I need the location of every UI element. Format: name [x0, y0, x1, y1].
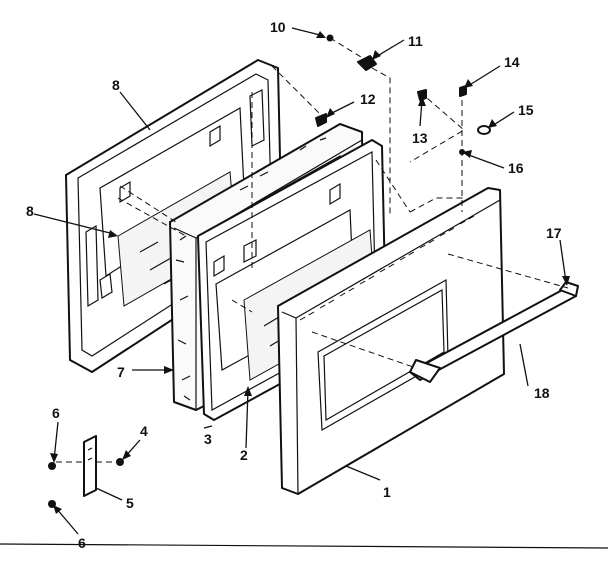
callout-8-side: 8: [26, 203, 34, 219]
callout-1: 1: [383, 484, 391, 500]
hinge-bracket-5: [83, 435, 97, 497]
callout-4: 4: [140, 423, 148, 439]
screw-10: [326, 34, 334, 42]
screw-14: [459, 85, 467, 97]
callout-labels: 10 11 12 13 14 15 16 17 18 1 2 3 7 8 8 4…: [26, 19, 562, 551]
screw-13: [417, 89, 427, 101]
callout-14: 14: [504, 54, 520, 70]
callout-6-bottom: 6: [78, 535, 86, 551]
callout-16: 16: [508, 160, 524, 176]
callout-7: 7: [117, 364, 125, 380]
leader-lines: [33, 27, 570, 535]
spacer-15: [477, 125, 491, 135]
callout-12: 12: [360, 91, 376, 107]
callout-8-top: 8: [112, 77, 120, 93]
screw-6-top: [48, 462, 56, 470]
callout-18: 18: [534, 385, 550, 401]
clip-11: [357, 55, 377, 71]
callout-6-top: 6: [52, 405, 60, 421]
screw-12: [315, 113, 327, 127]
callout-2: 2: [240, 447, 248, 463]
callout-5: 5: [126, 495, 134, 511]
callout-15: 15: [518, 102, 534, 118]
bottom-edge-line: [0, 543, 608, 549]
callout-17: 17: [546, 225, 562, 241]
callout-13: 13: [412, 130, 428, 146]
door-handle: [409, 281, 579, 383]
callout-10: 10: [270, 19, 286, 35]
callout-3: 3: [204, 431, 212, 447]
callout-11: 11: [408, 33, 423, 49]
assembly-lines: [56, 37, 569, 463]
